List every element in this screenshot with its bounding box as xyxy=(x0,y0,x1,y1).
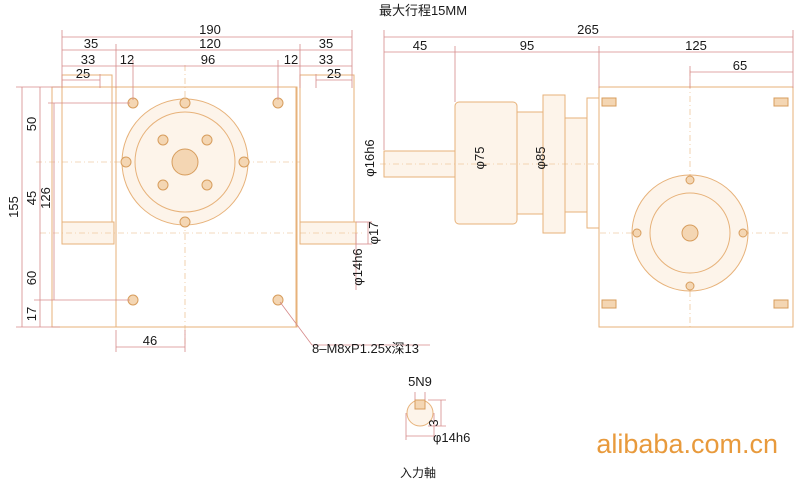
dim-side-reducer-95: 95 xyxy=(520,38,534,53)
max-stroke-note: 最大行程15MM xyxy=(379,3,467,18)
dim-front-total-width: 190 xyxy=(199,22,221,37)
dim-front-left-17: 17 xyxy=(24,307,39,321)
front-disk-edge-hole xyxy=(179,97,191,109)
dim-front-right-25: 25 xyxy=(327,66,341,81)
hole-callout: 8–M8xP1.25x深13 xyxy=(312,341,419,356)
front-disk-hole xyxy=(157,134,169,146)
input-shaft-detail xyxy=(405,392,446,440)
dim-side-shaft-45: 45 xyxy=(413,38,427,53)
front-disk-edge-hole xyxy=(238,156,250,168)
dim-side-half-65: 65 xyxy=(733,58,747,73)
dim-front-right-12: 12 xyxy=(284,52,298,67)
front-disk-edge-hole xyxy=(120,156,132,168)
dim-front-hole-pitch-96: 96 xyxy=(201,52,215,67)
input-shaft-keyway xyxy=(414,399,426,410)
dim-side-phi85: φ85 xyxy=(533,147,548,170)
dim-front-left-35: 35 xyxy=(84,36,98,51)
front-disk-hole xyxy=(157,179,169,191)
front-disk-hole xyxy=(201,179,213,191)
dim-front-left-50: 50 xyxy=(24,117,39,131)
side-output-bore xyxy=(681,224,699,242)
dim-side-shaft-phi16h6: φ16h6 xyxy=(362,139,377,176)
dim-side-phi75: φ75 xyxy=(472,147,487,170)
side-bolt-head xyxy=(601,97,617,107)
dim-side-body-125: 125 xyxy=(685,38,707,53)
dim-front-bottom-46: 46 xyxy=(143,333,157,348)
dim-front-left-33: 33 xyxy=(81,52,95,67)
dim-front-left-12: 12 xyxy=(120,52,134,67)
side-reducer-step xyxy=(564,117,588,213)
front-disk-edge-hole xyxy=(179,216,191,228)
dim-front-right-33: 33 xyxy=(319,52,333,67)
side-top-dimensions xyxy=(383,30,794,150)
front-top-dimensions xyxy=(61,30,353,100)
front-left-flange xyxy=(61,74,113,244)
side-view xyxy=(380,70,794,330)
front-left-dimensions xyxy=(16,86,130,328)
watermark: alibaba.com.cn xyxy=(596,429,778,459)
input-shaft-depth-label: 3 xyxy=(426,419,441,426)
front-disk-hole xyxy=(201,134,213,146)
front-right-flange xyxy=(299,74,355,244)
side-flange-hole xyxy=(685,281,695,291)
dim-front-shaft-phi17: φ17 xyxy=(366,222,381,245)
side-bolt-head xyxy=(773,97,789,107)
side-bolt-head xyxy=(601,299,617,309)
input-shaft-caption: 入力軸 xyxy=(400,466,436,480)
dim-front-shaft-phi14h6: φ14h6 xyxy=(350,248,365,285)
front-center-bore xyxy=(171,148,199,176)
dim-front-center-120: 120 xyxy=(199,36,221,51)
side-flange-hole xyxy=(632,228,642,238)
front-inner-panel xyxy=(115,86,297,328)
input-shaft-keyway-label: 5N9 xyxy=(408,374,432,389)
dim-front-left-45: 45 xyxy=(24,191,39,205)
dim-front-height-155: 155 xyxy=(6,196,21,218)
front-view xyxy=(36,65,365,345)
side-flange-hole xyxy=(738,228,748,238)
side-flange-inner-ring xyxy=(649,192,731,274)
side-indexer-body xyxy=(598,86,794,328)
front-bottom-dimensions xyxy=(115,221,430,352)
dim-front-left-60: 60 xyxy=(24,271,39,285)
front-disk-inner-ring xyxy=(134,111,236,213)
dim-front-hole-pitch-126: 126 xyxy=(38,187,53,209)
side-bolt-head xyxy=(773,299,789,309)
input-shaft-diameter-label: φ14h6 xyxy=(433,430,470,445)
side-flange-hole xyxy=(685,175,695,185)
dim-front-left-25: 25 xyxy=(76,66,90,81)
side-reducer-flange xyxy=(516,111,544,215)
dim-side-total-265: 265 xyxy=(577,22,599,37)
dim-front-right-35: 35 xyxy=(319,36,333,51)
side-reducer-collar xyxy=(586,97,600,229)
